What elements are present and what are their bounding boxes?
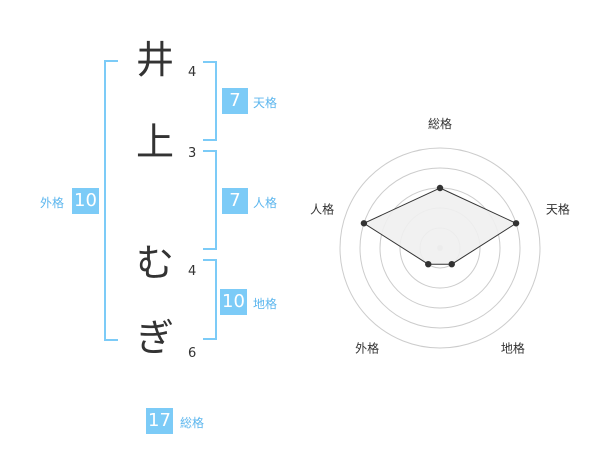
radar-point-2 xyxy=(448,260,455,268)
radar-point-3 xyxy=(425,260,432,268)
jinkaku-bracket xyxy=(203,150,217,250)
stroke-count-2: 3 xyxy=(188,146,197,161)
radar-point-0 xyxy=(436,184,444,192)
radar-point-1 xyxy=(512,220,520,227)
tenkaku-value-badge: 7 xyxy=(222,88,248,114)
name-char-2: 上 xyxy=(135,120,174,164)
chikaku-value-badge: 10 xyxy=(220,289,247,315)
radar-ring-5 xyxy=(339,147,541,349)
radar-axis-label-0: 総格 xyxy=(428,116,452,131)
tenkaku-label: 天格 xyxy=(253,96,278,110)
radar-axis-label-4: 人格 xyxy=(310,202,334,217)
gaikaku-label: 外格 xyxy=(40,196,65,210)
radar-ring-4 xyxy=(359,167,521,329)
gaikaku-bracket xyxy=(104,60,118,341)
stroke-count-4: 6 xyxy=(188,346,197,361)
name-char-1: 井 xyxy=(135,38,174,82)
radar-value-area xyxy=(362,187,518,265)
stroke-count-3: 4 xyxy=(188,264,197,279)
tenkaku-bracket xyxy=(203,61,217,141)
stroke-count-1: 4 xyxy=(188,65,197,80)
gaikaku-value-badge: 10 xyxy=(72,188,99,214)
jinkaku-label: 人格 xyxy=(253,196,278,210)
name-char-3: む xyxy=(135,241,174,285)
soukaku-label: 総格 xyxy=(180,416,205,430)
name-char-4: ぎ xyxy=(135,316,174,360)
radar-axis-label-1: 天格 xyxy=(546,202,570,217)
chikaku-bracket xyxy=(203,259,217,340)
jinkaku-value-badge: 7 xyxy=(222,188,248,214)
radar-axis-label-2: 地格 xyxy=(501,340,525,355)
radar-axis-label-3: 外格 xyxy=(355,340,379,355)
radar-point-4 xyxy=(360,220,368,227)
chikaku-label: 地格 xyxy=(253,297,278,311)
soukaku-value-badge: 17 xyxy=(146,408,173,434)
